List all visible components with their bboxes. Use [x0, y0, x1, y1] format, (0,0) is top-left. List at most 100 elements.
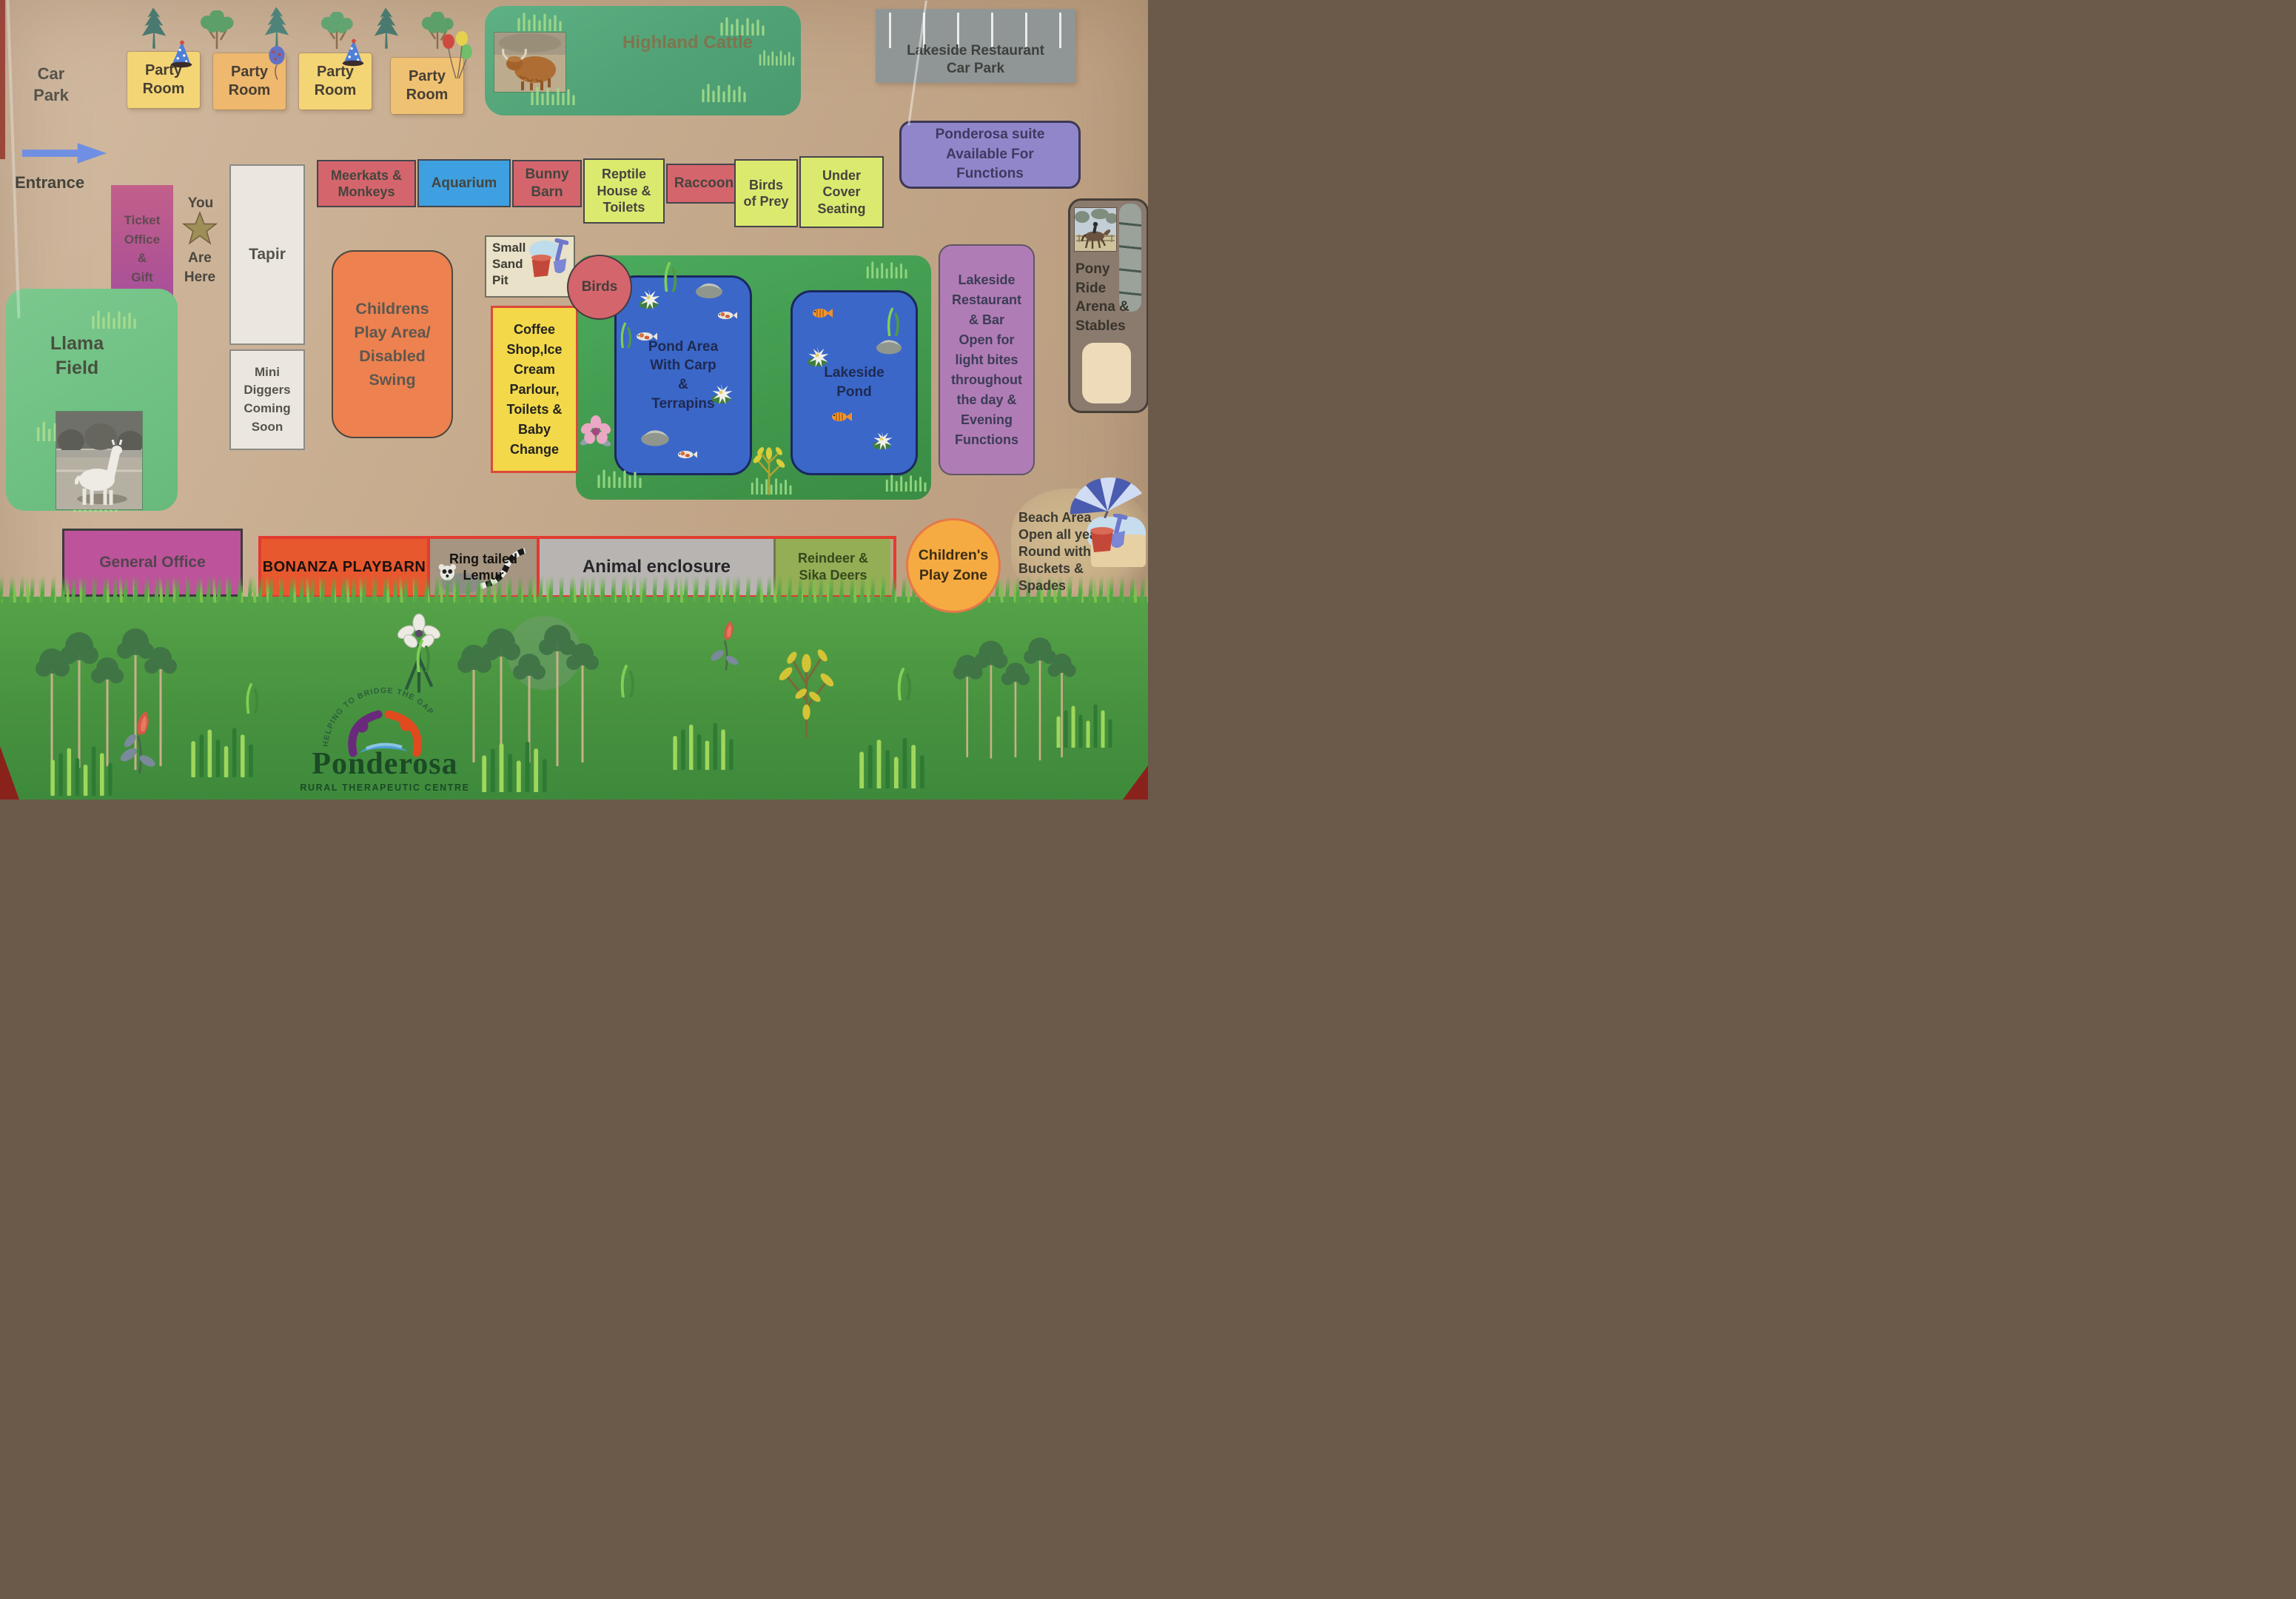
tapir-enclosure: Tapir — [229, 164, 305, 345]
grass-tuft-icon — [531, 87, 575, 105]
water-lily-icon — [711, 383, 733, 404]
ponderosa-suite: Ponderosa suite Available For Functions — [899, 121, 1081, 189]
ponderosa-logo: HELPING TO BRIDGE THE GAP Ponderosa RURA… — [281, 685, 489, 800]
koi-fish-icon — [637, 332, 657, 341]
tree-conifer-icon — [374, 7, 399, 49]
grass-tuft-icon — [751, 477, 792, 495]
grass-tuft-icon — [620, 322, 632, 348]
carp-pond: Pond Area With Carp & Terrapins — [614, 275, 752, 475]
tree-deciduous-icon — [201, 10, 234, 49]
meerkats-monkeys: Meerkats & Monkeys — [317, 160, 416, 207]
red-bud-flower-icon — [120, 711, 155, 774]
stable-yard — [1082, 343, 1131, 403]
llama-photo — [56, 412, 142, 509]
you-are-here-label-bottom: Are Here — [184, 250, 216, 285]
animal-enclosure-label: Animal enclosure — [582, 557, 731, 577]
parking-lines-icon — [889, 13, 1065, 48]
llama-field-label: Llama Field — [50, 333, 104, 378]
grass-blade-icon — [246, 683, 259, 714]
party-room-3: Party Room — [299, 53, 372, 110]
koi-fish-icon — [717, 311, 737, 320]
iris-flower-icon — [397, 613, 441, 693]
coffee-shop: Coffee Shop,Ice Cream Parlour, Toilets &… — [491, 306, 578, 473]
yellow-bush-icon — [779, 649, 834, 738]
you-are-here-star-icon — [182, 212, 218, 245]
grass-blade-icon — [620, 665, 634, 697]
water-lily-icon — [872, 430, 893, 450]
logo-name: Ponderosa — [312, 747, 458, 781]
tree-deciduous-icon — [421, 12, 454, 49]
birds-of-prey: Birds of Prey — [734, 159, 798, 227]
beach-umbrella-icon — [1070, 477, 1142, 518]
tree-grove-icon — [36, 628, 177, 770]
ponderosa-logo-icon: HELPING TO BRIDGE THE GAP — [321, 686, 434, 757]
reptile-house-toilets: Reptile House & Toilets — [583, 158, 665, 224]
lakeside-pond: Lakeside Pond — [790, 290, 918, 475]
grass-blade-icon — [897, 668, 911, 700]
red-bud-flower-icon — [711, 620, 739, 671]
rock-icon — [641, 430, 669, 446]
grass-tuft-icon — [759, 50, 795, 66]
grass-tuft-icon — [866, 261, 907, 278]
mini-diggers: Mini Diggers Coming Soon — [229, 349, 305, 450]
childrens-play-area: Childrens Play Area/ Disabled Swing — [332, 250, 453, 438]
balloon-icon — [269, 46, 285, 80]
car-park-label: Car Park — [33, 64, 69, 104]
aquarium: Aquarium — [417, 159, 511, 207]
highland-cattle-label: Highland Cattle — [622, 33, 753, 53]
grass-tuft-icon — [887, 307, 899, 336]
rock-icon — [876, 340, 902, 355]
tree-conifer-icon — [141, 7, 167, 49]
entrance-arrow-icon — [21, 143, 107, 164]
photo-corner — [1123, 765, 1148, 800]
bunny-barn: Bunny Barn — [512, 160, 582, 207]
bucket-spade-icon — [1090, 514, 1128, 552]
grass-tuft-icon — [673, 723, 734, 770]
grass-tuft-icon — [517, 13, 562, 31]
pony-ride-arena-stables: Pony Ride Arena & Stables — [1068, 198, 1148, 413]
yellow-plant-icon — [753, 446, 785, 495]
grass-tuft-icon — [859, 737, 924, 788]
rock-icon — [696, 283, 722, 298]
photo-edge — [0, 0, 5, 159]
under-cover-seating: Under Cover Seating — [799, 156, 884, 228]
goldfish-icon — [813, 309, 833, 318]
entrance-label: Entrance — [15, 173, 85, 192]
grass-tuft-icon — [720, 17, 765, 36]
grass-tuft-icon — [664, 261, 677, 292]
childrens-play-zone: Children's Play Zone — [906, 518, 1001, 613]
lakeside-restaurant-bar: Lakeside Restaurant & Bar Open for light… — [939, 244, 1035, 475]
lakeside-restaurant-car-park: Lakeside Restaurant Car Park — [876, 9, 1075, 83]
water-lily-icon — [808, 346, 829, 367]
llama-field: Llama Field — [6, 289, 178, 512]
bucket-spade-icon — [528, 238, 569, 278]
park-map: Car Park Party Room Party Room Party Roo… — [0, 0, 1148, 800]
small-sand-pit-label: Small Sand Pit — [492, 241, 526, 288]
tree-conifer-icon — [264, 7, 289, 48]
party-hat-icon — [342, 38, 364, 67]
balloons-icon — [443, 31, 472, 79]
tree-deciduous-icon — [320, 12, 353, 49]
logo-subtitle: RURAL THERAPEUTIC CENTRE — [300, 782, 470, 793]
grass-tuft-icon — [92, 310, 136, 329]
pink-flower-icon — [580, 415, 611, 446]
goldfish-icon — [832, 412, 852, 421]
party-room-4: Party Room — [391, 58, 463, 114]
ladder-icon — [1119, 204, 1141, 312]
grass-tuft-icon — [50, 746, 113, 796]
raccoon-enclosure: Raccoon — [666, 164, 742, 204]
highland-cattle-photo — [494, 33, 565, 92]
highland-cattle-field: Highland Cattle — [485, 6, 801, 115]
grass-tuft-icon — [191, 728, 253, 777]
bonanza-playbarn-label: BONANZA PLAYBARN — [262, 558, 426, 575]
water-lily-icon — [639, 289, 660, 309]
tree-grove-icon — [457, 616, 599, 766]
grass-tuft-icon — [597, 469, 642, 488]
you-are-here-label-top: You — [187, 195, 214, 211]
pony-ride-label: Pony Ride Arena & Stables — [1075, 261, 1129, 334]
tree-grove-icon — [953, 637, 1076, 761]
grass-tuft-icon — [885, 475, 927, 492]
fold-crease — [6, 0, 21, 318]
koi-fish-icon — [677, 450, 697, 459]
small-sand-pit: Small Sand Pit — [485, 235, 575, 298]
